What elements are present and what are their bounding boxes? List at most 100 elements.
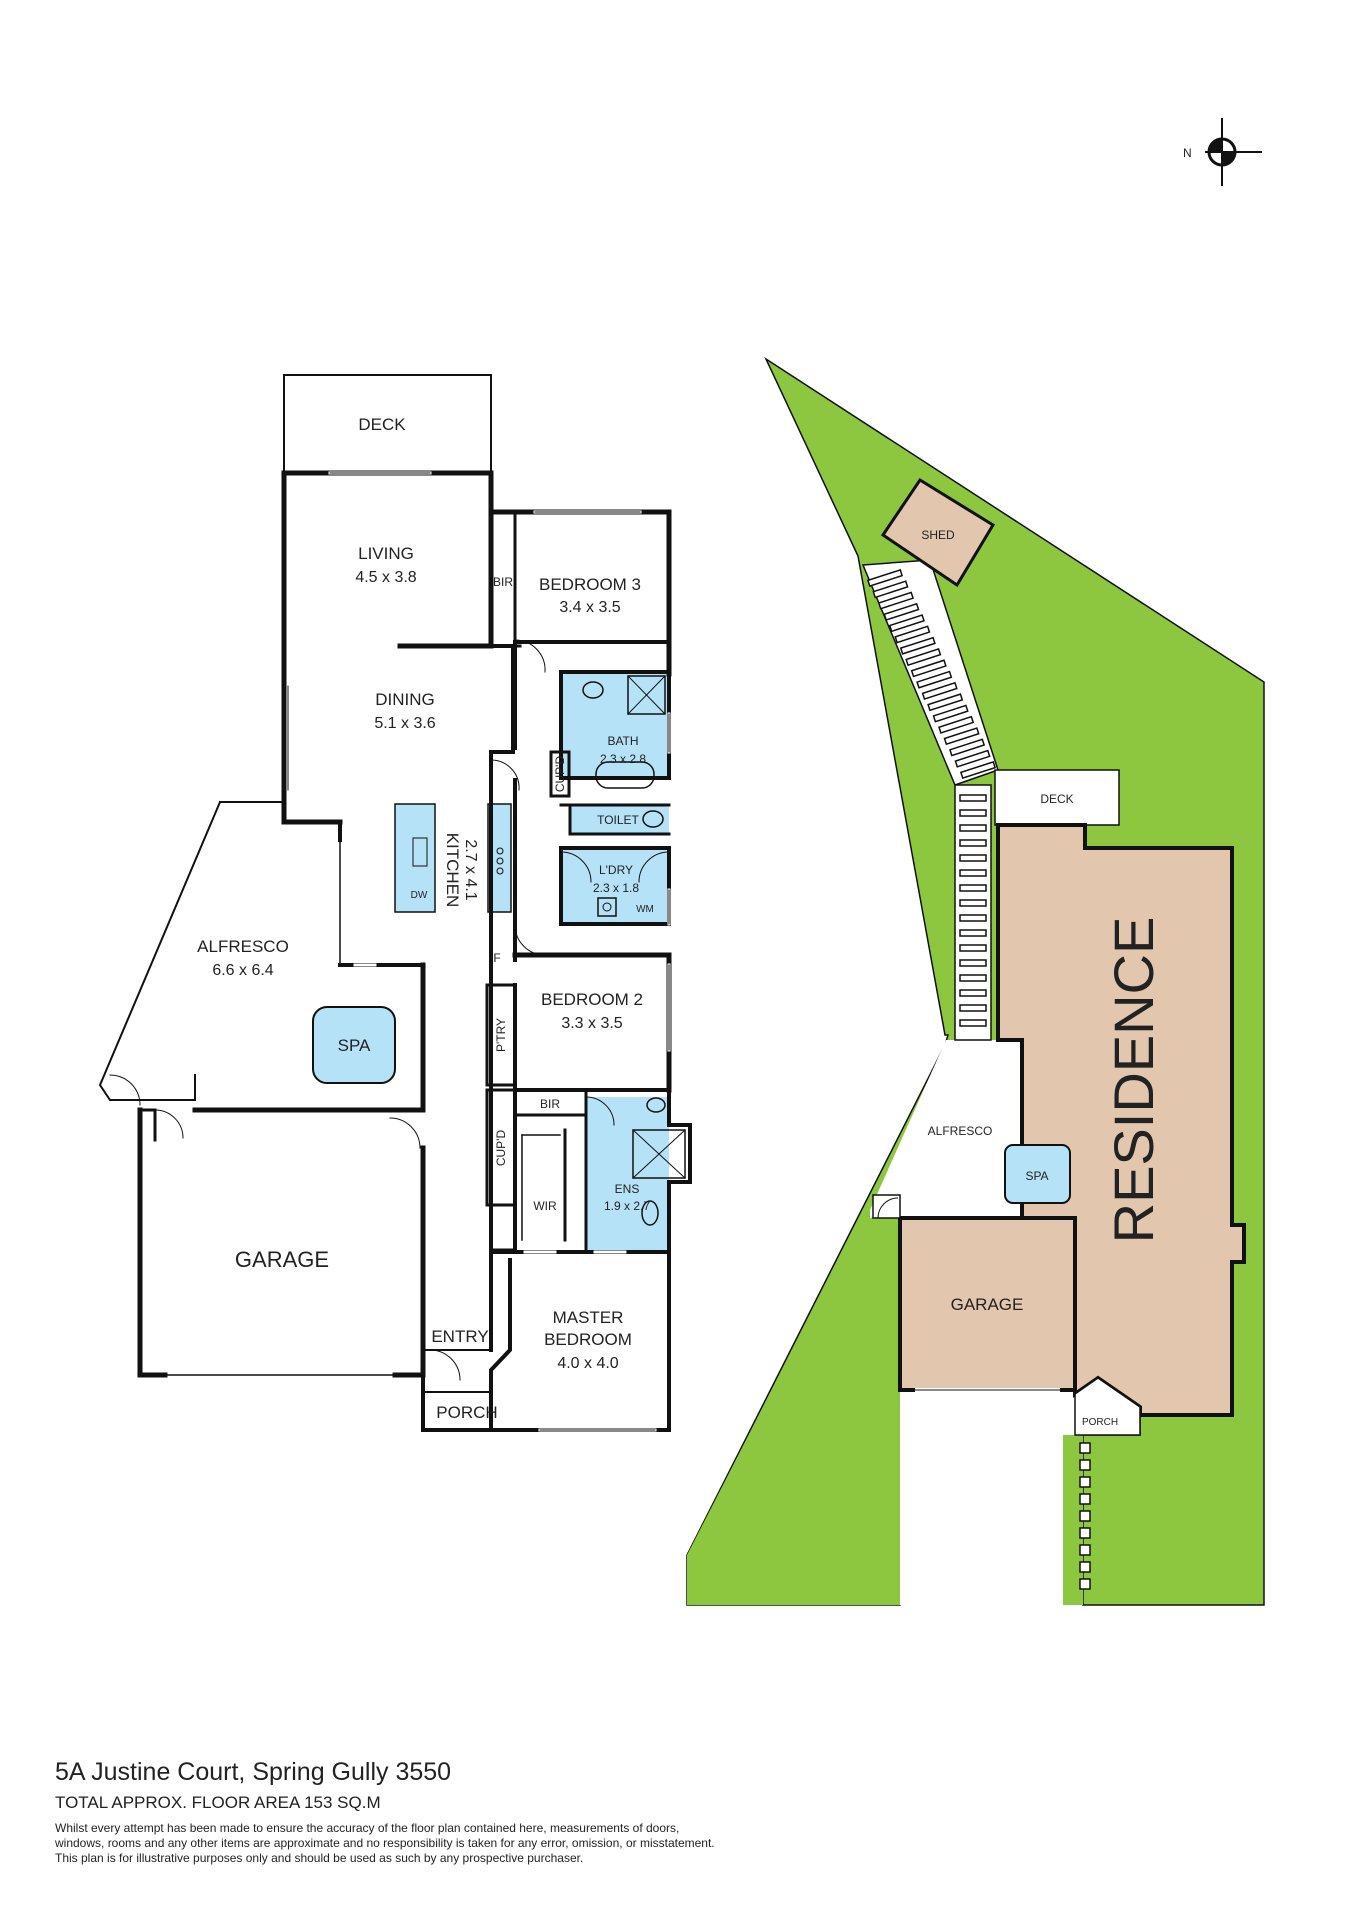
fridge-label: F <box>493 951 500 965</box>
kitchen-dims: 2.7 x 4.1 <box>462 839 479 900</box>
path-step <box>959 1019 987 1027</box>
ensuite-dims: 1.9 x 2.7 <box>604 1199 650 1213</box>
bedroom2-dims: 3.3 x 3.5 <box>561 1015 622 1032</box>
site-porch <box>1074 1377 1141 1436</box>
stepping-stone <box>1079 1527 1091 1539</box>
master-dims: 4.0 x 4.0 <box>557 1355 618 1372</box>
path-step <box>877 591 914 610</box>
alfresco-label: ALFRESCO <box>197 937 289 956</box>
bedroom2-label: BEDROOM 2 <box>541 990 643 1009</box>
bedroom3-label: BEDROOM 3 <box>539 575 641 594</box>
path-step <box>905 648 942 667</box>
site-spa-label: SPA <box>1025 1169 1048 1183</box>
master-label-line2: BEDROOM <box>544 1330 632 1349</box>
stepping-stone <box>1079 1544 1091 1556</box>
laundry-fill <box>561 848 669 924</box>
path-step <box>888 614 925 633</box>
footer: 5A Justine Court, Spring Gully 3550 TOTA… <box>55 1758 1305 1866</box>
disclaimer-line-3: This plan is for illustrative purposes o… <box>55 1851 584 1865</box>
living-dims: 4.5 x 3.8 <box>355 569 416 586</box>
residence-label: RESIDENCE <box>1102 917 1165 1244</box>
site-garage <box>898 1216 1077 1392</box>
path-step <box>872 580 909 599</box>
path-step <box>959 794 987 802</box>
bath-dims: 2.3 x 2.8 <box>600 752 646 766</box>
path-step <box>949 738 986 757</box>
stepping-stone <box>1079 1476 1091 1488</box>
living-label: LIVING <box>358 544 414 563</box>
laundry-dims: 2.3 x 1.8 <box>593 881 639 895</box>
path-step <box>899 636 936 655</box>
path-step <box>959 989 987 997</box>
toilet-label: TOILET <box>597 813 639 827</box>
path-step <box>921 681 958 700</box>
compass-north-label: N <box>1183 146 1192 160</box>
kitchen-label: KITCHEN <box>443 833 462 908</box>
property-address: 5A Justine Court, Spring Gully 3550 <box>55 1758 452 1786</box>
site-deck-label: DECK <box>1040 792 1073 806</box>
site-porch-label: PORCH <box>1082 1417 1118 1428</box>
path-step <box>916 670 953 689</box>
stepping-stone <box>1079 1578 1091 1590</box>
path-step <box>932 704 969 723</box>
bedroom3-dims: 3.4 x 3.5 <box>559 599 620 616</box>
hall-cupboard-label: CUP'D <box>494 1130 508 1167</box>
porch-label: PORCH <box>436 1403 497 1422</box>
path-step <box>959 869 987 877</box>
spa-tub <box>312 1006 396 1084</box>
alfresco-dims: 6.6 x 6.4 <box>212 962 273 979</box>
laundry-label: L'DRY <box>599 863 633 877</box>
stepping-stone <box>1079 1510 1091 1522</box>
path-step <box>959 914 987 922</box>
toilet-fill <box>570 805 669 834</box>
compass-icon: N <box>1183 118 1262 186</box>
path-step <box>959 929 987 937</box>
path-step <box>959 884 987 892</box>
path-step <box>943 727 980 746</box>
path-step <box>927 693 964 712</box>
bir-top-label: BIR <box>493 575 513 589</box>
path-step <box>959 1004 987 1012</box>
site-deck <box>994 769 1120 826</box>
pantry-label: P'TRY <box>494 1018 508 1052</box>
floor-plan-labels: DECK LIVING 4.5 x 3.8 BIR BEDROOM 3 3.4 … <box>197 415 654 1422</box>
side-path <box>954 784 992 1041</box>
path-step <box>959 959 987 967</box>
master-label-line1: MASTER <box>553 1308 624 1327</box>
site-plan: SHED DECK RESIDENCE SPA ALFRESCO GARAGE … <box>686 356 1265 1606</box>
path-step <box>938 715 975 734</box>
path-step <box>959 854 987 862</box>
dishwasher-label: DW <box>411 890 428 901</box>
wir-label: WIR <box>533 1199 557 1213</box>
ensuite-label: ENS <box>615 1182 640 1196</box>
path-steps <box>866 568 997 1027</box>
path-step <box>954 749 991 768</box>
path-step <box>866 568 904 588</box>
shed <box>880 477 996 588</box>
path-step <box>894 625 931 644</box>
spa-label: SPA <box>338 1036 371 1055</box>
path-step <box>959 974 987 982</box>
bath-cupboard-label: CUP'D <box>553 756 567 793</box>
ensuite-fill <box>586 1097 669 1250</box>
bath-label: BATH <box>607 734 638 748</box>
entry-label: ENTRY <box>431 1327 488 1346</box>
stepping-stone <box>1079 1493 1091 1505</box>
path-step <box>959 760 997 780</box>
path-step <box>959 839 987 847</box>
garage-label: GARAGE <box>235 1247 329 1272</box>
path-step <box>959 944 987 952</box>
floor-area: TOTAL APPROX. FLOOR AREA 153 SQ.M <box>55 1793 381 1812</box>
path-step <box>959 824 987 832</box>
shed-label: SHED <box>921 528 955 542</box>
bir-bottom-label: BIR <box>540 1097 560 1111</box>
kitchen-island <box>395 804 435 912</box>
site-spa <box>1004 1144 1071 1204</box>
disclaimer-line-2: windows, rooms and any other items are a… <box>55 1836 715 1850</box>
path-step <box>910 659 947 678</box>
washing-machine-label: WM <box>636 904 654 915</box>
dining-dims: 5.1 x 3.6 <box>374 715 435 732</box>
site-alfresco-label: ALFRESCO <box>928 1124 993 1138</box>
disclaimer-line-1: Whilst every attempt has been made to en… <box>55 1821 680 1835</box>
